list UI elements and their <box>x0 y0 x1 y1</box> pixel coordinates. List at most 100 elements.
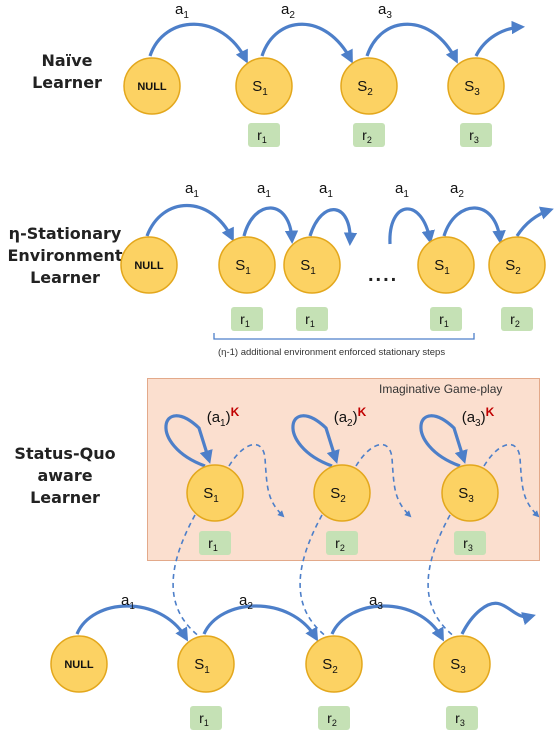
imag-action-2-close: ) <box>481 409 486 426</box>
sq-arrow-1 <box>202 604 319 642</box>
naive-node-2-circle <box>340 57 398 115</box>
eta-node-0-label: NULL <box>134 260 164 272</box>
eta-node-1: S1 <box>218 236 276 294</box>
eta-arrow-4 <box>442 206 506 245</box>
naive-reward-0-label: r1 <box>257 127 267 145</box>
sq-reward-2-box <box>446 706 478 730</box>
eta-arrow-out <box>515 206 554 237</box>
eta-action-4-a: a <box>450 180 459 197</box>
eta-action-1-sub: 1 <box>265 189 271 200</box>
imag-node-0-circle <box>186 464 244 522</box>
eta-node-0-circle <box>120 236 178 294</box>
naive-reward-2: r3 <box>460 123 492 147</box>
naive-arrow-1 <box>260 22 353 64</box>
sq-action-1-sub: 2 <box>247 601 253 612</box>
eta-node-0: NULL <box>120 236 178 294</box>
imag-node-1-sub: 2 <box>340 494 346 505</box>
eta-reward-2: r1 <box>430 307 462 331</box>
imaginative-gameplay-label: Imaginative Game-play <box>379 382 503 396</box>
naive-arrow-2 <box>365 22 458 64</box>
eta-action-3-sub: 1 <box>403 189 409 200</box>
eta-reward-3: r2 <box>501 307 533 331</box>
sq-arrow-2 <box>330 604 444 642</box>
eta-action-0-a: a <box>185 180 194 197</box>
sq-node-2-circle <box>305 635 363 693</box>
eta-learner-label: η-Stationary Environment Learner <box>0 223 130 289</box>
imag-action-1-close: ) <box>353 409 358 426</box>
sq-node-3: S3 <box>433 635 491 693</box>
sq-action-2-sub: 3 <box>377 601 383 612</box>
sq-action-1: a2 <box>239 592 253 612</box>
eta-reward-3-label: r2 <box>510 311 520 329</box>
eta-node-2: S1 <box>283 236 341 294</box>
eta-node-4: S2 <box>488 236 546 294</box>
naive-action-1-sub: 2 <box>289 10 295 21</box>
naive-reward-1: r2 <box>353 123 385 147</box>
eta-node-4-sub: 2 <box>515 266 521 277</box>
naive-node-0-circle <box>123 57 181 115</box>
eta-reward-0-sub: 1 <box>245 319 250 329</box>
naive-node-1: S1 <box>235 57 293 115</box>
imag-selfloop-0 <box>164 414 213 468</box>
naive-arrow-out <box>474 20 526 57</box>
eta-reward-0-box <box>231 307 263 331</box>
eta-arrow-1 <box>242 206 299 245</box>
sq-node-2-sub: 2 <box>332 665 338 676</box>
eta-reward-0: r1 <box>231 307 263 331</box>
eta-node-3: S1 <box>417 236 475 294</box>
imag-action-2-power: K <box>486 405 495 419</box>
sq-label-line2: aware <box>37 466 93 485</box>
sq-action-0-sub: 1 <box>129 601 135 612</box>
imag-reward-2-label: r3 <box>463 535 473 553</box>
sq-reward-1: r2 <box>318 706 350 730</box>
sq-node-1: S1 <box>177 635 235 693</box>
naive-node-3: S3 <box>447 57 505 115</box>
imag-reward-0-box <box>199 531 231 555</box>
sq-reward-0-sub: 1 <box>204 718 209 728</box>
eta-reward-0-label: r1 <box>240 311 250 329</box>
stationary-bracket <box>213 333 475 340</box>
naive-action-2-a: a <box>378 1 387 18</box>
eta-arrow-3 <box>388 207 435 245</box>
eta-reward-3-box <box>501 307 533 331</box>
sq-reward-1-box <box>318 706 350 730</box>
sq-reward-0-box <box>190 706 222 730</box>
imag-action-0-sub: 1 <box>220 418 226 429</box>
imag-node-2-circle <box>441 464 499 522</box>
imag-action-0-power: K <box>231 405 240 419</box>
sq-node-0-label: NULL <box>64 659 94 671</box>
imag-node-0: S1 <box>186 464 244 522</box>
naive-action-1: a2 <box>281 1 295 21</box>
eta-reward-2-box <box>430 307 462 331</box>
imag-reward-0-label: r1 <box>208 535 218 553</box>
imag-selfloop-1 <box>291 414 340 468</box>
naive-node-0-label: NULL <box>137 81 167 93</box>
eta-action-1: a1 <box>257 180 271 200</box>
imag-action-2-open: (a <box>462 409 476 426</box>
imag-link-1 <box>299 514 328 638</box>
imag-action-2: (a3)K <box>462 405 495 429</box>
eta-node-4-circle <box>488 236 546 294</box>
sq-reward-2: r3 <box>446 706 478 730</box>
sq-arrow-out <box>460 601 536 635</box>
eta-action-2-a: a <box>319 180 328 197</box>
naive-reward-0-box <box>248 123 280 147</box>
bracket-caption: (η-1) additional environment enforced st… <box>218 347 446 358</box>
sq-action-0-a: a <box>121 592 130 609</box>
naive-node-3-sub: 3 <box>474 87 480 98</box>
eta-reward-2-label: r1 <box>439 311 449 329</box>
eta-reward-1-box <box>296 307 328 331</box>
eta-arrow-0 <box>145 203 234 242</box>
eta-label-line2: Environment <box>7 246 123 265</box>
eta-action-1-a: a <box>257 180 266 197</box>
sq-action-1-a: a <box>239 592 248 609</box>
naive-learner-label: Naïve Learner <box>2 50 132 94</box>
naive-node-0: NULL <box>123 57 181 115</box>
eta-reward-2-sub: 1 <box>444 319 449 329</box>
eta-action-0: a1 <box>185 180 199 200</box>
naive-action-1-a: a <box>281 1 290 18</box>
eta-reward-1: r1 <box>296 307 328 331</box>
ellipsis: .... <box>368 264 399 286</box>
naive-label-line2: Learner <box>32 73 102 92</box>
